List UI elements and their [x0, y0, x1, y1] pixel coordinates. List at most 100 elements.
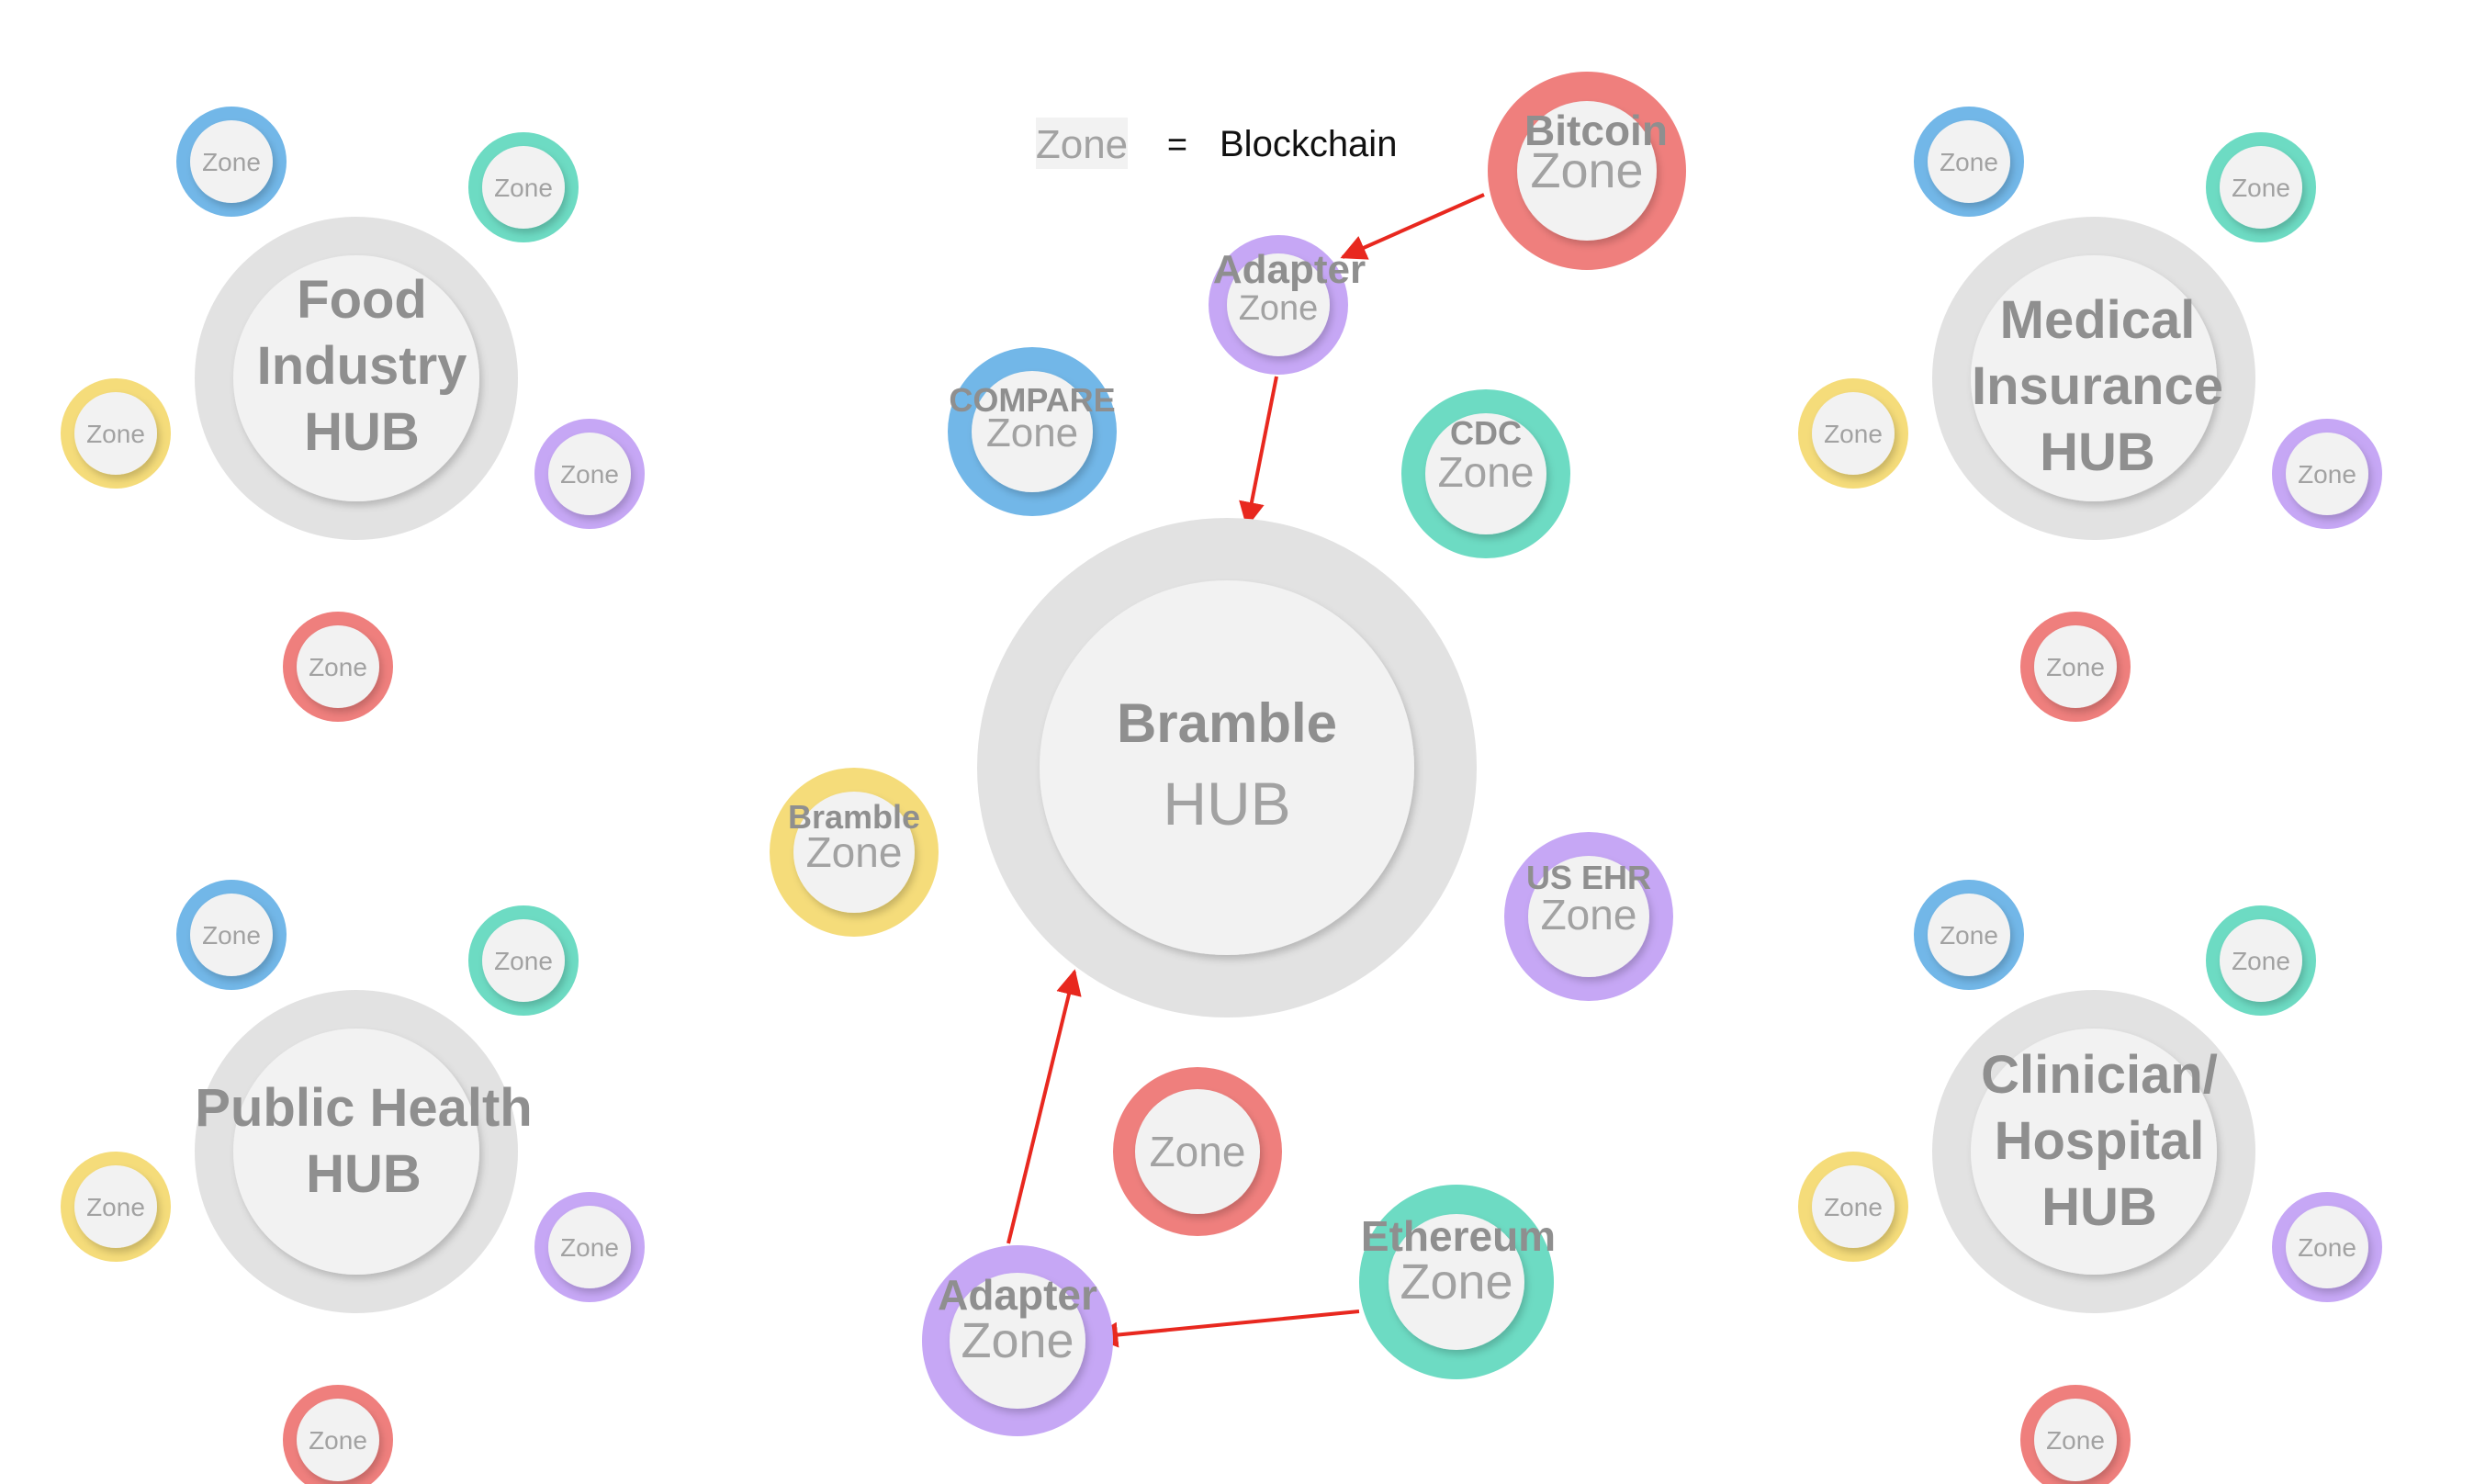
food-industry-hub[interactable]: Food Industry HUB [195, 217, 518, 540]
medical-satellite-zone-yellow[interactable]: Zone [1798, 378, 1908, 489]
public-health-hub[interactable]: Public Health HUB [195, 990, 533, 1313]
satellite-zones: ZoneZoneZoneZoneZoneZoneZoneZoneZoneZone… [61, 107, 2382, 1484]
satellite-zone-inner [74, 392, 157, 475]
adapter-zone-top[interactable]: Adapter Zone [1209, 235, 1366, 375]
food-satellite-zone-blue[interactable]: Zone [176, 107, 287, 217]
satellite-zone-word: Zone [1824, 420, 1883, 448]
cdc-zone-inner [1425, 413, 1546, 534]
compare-zone-inner [972, 371, 1093, 492]
satellite-zone-inner [2220, 919, 2302, 1002]
food-satellite-zone-teal[interactable]: Zone [468, 132, 579, 242]
satellite-zone-inner [548, 1206, 631, 1288]
compare-zone-word: Zone [986, 410, 1078, 455]
satellite-zone-inner [2286, 433, 2368, 515]
satellite-zone-word: Zone [560, 1233, 619, 1262]
food-satellite-zone-red[interactable]: Zone [283, 612, 393, 722]
red-zone-center[interactable]: Zone [1113, 1067, 1282, 1236]
satellite-zone-inner [1928, 120, 2010, 203]
arrow-ethereum-to-adapter-bottom [1092, 1310, 1360, 1348]
medical-insurance-hub[interactable]: Medical Insurance HUB [1932, 217, 2255, 540]
bramble-zone-word: Zone [806, 828, 903, 876]
clinician-hub-line-2: Hospital [1995, 1111, 2205, 1171]
satellite-zone-word: Zone [86, 1193, 145, 1221]
ethereum-zone[interactable]: Ethereum Zone [1359, 1185, 1556, 1379]
satellite-zone-inner [548, 433, 631, 515]
public-health-satellite-zone-teal[interactable]: Zone [468, 905, 579, 1016]
public-health-hub-line-2: HUB [306, 1144, 422, 1204]
medical-satellite-zone-purple[interactable]: Zone [2272, 419, 2382, 529]
adapter-zone-top-label: Adapter [1213, 247, 1366, 292]
medical-satellite-zone-teal[interactable]: Zone [2206, 132, 2316, 242]
public-health-satellite-zone-purple[interactable]: Zone [534, 1192, 645, 1302]
bitcoin-zone[interactable]: Bitcoin Zone [1488, 72, 1686, 270]
ethereum-zone-word: Zone [1400, 1254, 1513, 1310]
satellite-zone-word: Zone [86, 420, 145, 448]
satellite-zone-inner [1812, 392, 1895, 475]
satellite-zone-inner [190, 894, 273, 976]
medical-satellite-zone-blue[interactable]: Zone [1914, 107, 2024, 217]
cdc-zone[interactable]: CDC Zone [1401, 389, 1570, 558]
legend-equals: = [1167, 126, 1187, 164]
bramble-hub[interactable]: Bramble HUB [977, 518, 1477, 1017]
clinician-hospital-hub[interactable]: Clinician/ Hospital HUB [1932, 990, 2255, 1313]
clinician-satellite-zone-blue[interactable]: Zone [1914, 880, 2024, 990]
satellite-zone-word: Zone [2298, 460, 2356, 489]
us-ehr-zone-word: Zone [1541, 891, 1637, 939]
bitcoin-zone-label: Bitcoin [1524, 107, 1668, 154]
bitcoin-zone-inner [1517, 101, 1657, 241]
satellite-zone-word: Zone [202, 921, 261, 950]
public-health-satellite-zone-blue[interactable]: Zone [176, 880, 287, 990]
satellite-zone-word: Zone [309, 1426, 367, 1455]
ethereum-zone-inner [1389, 1214, 1524, 1350]
food-satellite-zone-purple[interactable]: Zone [534, 419, 645, 529]
compare-zone-label: COMPARE [949, 381, 1115, 419]
adapter-zone-bottom-word: Zone [961, 1313, 1074, 1368]
satellite-zone-word: Zone [494, 174, 553, 202]
satellite-zone-word: Zone [2046, 653, 2105, 681]
clinician-satellite-zone-purple[interactable]: Zone [2272, 1192, 2382, 1302]
red-zone-center-inner [1135, 1089, 1260, 1214]
clinician-satellite-zone-yellow[interactable]: Zone [1798, 1152, 1908, 1262]
adapter-zone-bottom[interactable]: Adapter Zone [922, 1245, 1113, 1436]
arrows [1006, 193, 1485, 1348]
ethereum-zone-label: Ethereum [1361, 1212, 1556, 1260]
clinician-hub-line-1: Clinician/ [1981, 1045, 2218, 1105]
us-ehr-zone-label: US EHR [1526, 859, 1651, 896]
satellite-zone-word: Zone [1824, 1193, 1883, 1221]
satellite-zone-word: Zone [2232, 947, 2290, 975]
public-health-hub-inner [233, 1029, 479, 1275]
satellite-zone-inner [2034, 1399, 2117, 1481]
red-zone-center-word: Zone [1150, 1128, 1246, 1175]
food-satellite-zone-yellow[interactable]: Zone [61, 378, 171, 489]
public-health-satellite-zone-yellow[interactable]: Zone [61, 1152, 171, 1262]
cdc-zone-label: CDC [1450, 414, 1522, 452]
bramble-hub-name: Bramble [1117, 692, 1337, 754]
legend: Zone = Blockchain [1036, 118, 1397, 169]
medical-hub-line-1: Medical [2000, 290, 2196, 350]
satellite-zone-word: Zone [1940, 921, 1998, 950]
adapter-zone-bottom-inner [950, 1273, 1085, 1409]
satellite-zone-inner [2220, 146, 2302, 229]
medical-satellite-zone-red[interactable]: Zone [2020, 612, 2131, 722]
satellite-zone-word: Zone [2232, 174, 2290, 202]
bramble-hub-sub: HUB [1163, 770, 1290, 838]
satellite-zone-word: Zone [1940, 148, 1998, 176]
food-hub-inner [233, 255, 479, 501]
satellite-zone-word: Zone [2046, 1426, 2105, 1455]
public-health-satellite-zone-red[interactable]: Zone [283, 1385, 393, 1484]
food-hub-line-2: Industry [257, 336, 467, 396]
satellite-zone-word: Zone [202, 148, 261, 176]
clinician-satellite-zone-red[interactable]: Zone [2020, 1385, 2131, 1484]
compare-zone[interactable]: COMPARE Zone [948, 347, 1117, 516]
us-ehr-zone[interactable]: US EHR Zone [1504, 832, 1673, 1001]
satellite-zone-inner [297, 1399, 379, 1481]
satellite-zone-inner [74, 1165, 157, 1248]
us-ehr-zone-inner [1528, 856, 1649, 977]
bramble-zone[interactable]: Bramble Zone [770, 768, 939, 937]
bramble-zone-inner [793, 792, 915, 913]
legend-zone-word: Zone [1036, 122, 1128, 167]
public-health-hub-line-1: Public Health [195, 1078, 532, 1138]
clinician-hub-line-3: HUB [2041, 1177, 2157, 1237]
clinician-satellite-zone-teal[interactable]: Zone [2206, 905, 2316, 1016]
satellite-zone-inner [1812, 1165, 1895, 1248]
